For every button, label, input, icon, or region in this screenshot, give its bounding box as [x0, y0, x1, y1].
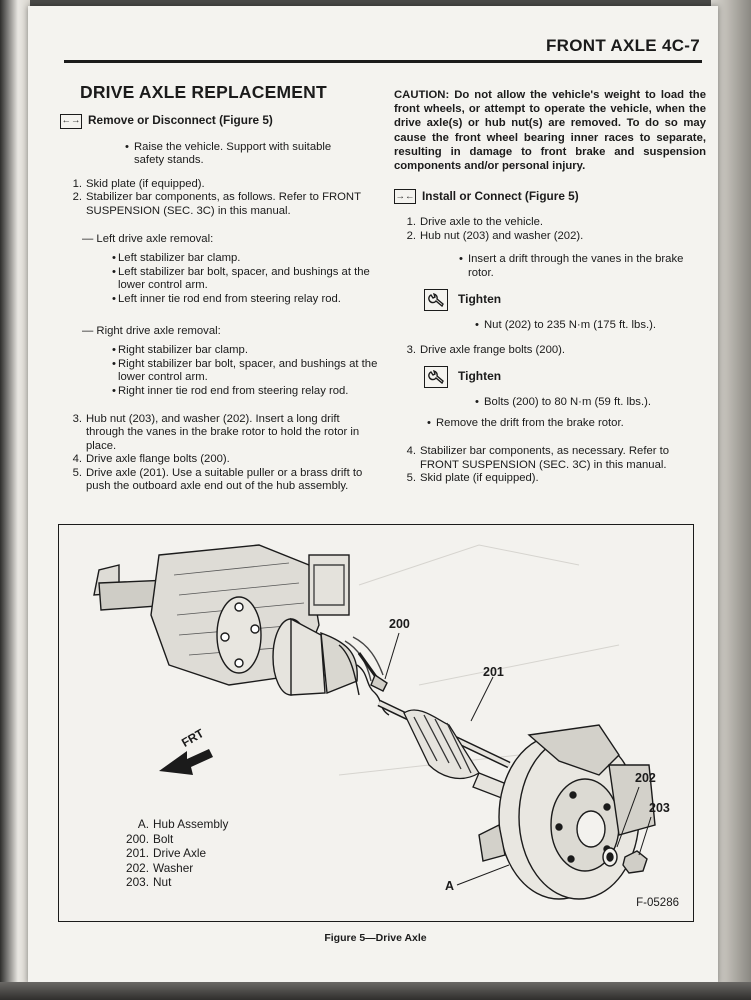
install-step-3: 3. Drive axle frange bolts (200).: [406, 344, 566, 357]
callout-201: 201: [483, 665, 504, 679]
remove-step-4: 4. Drive axle flange bolts (200).: [72, 453, 230, 466]
figure-legend: A.Hub Assembly 200.Bolt 201.Drive Axle 2…: [115, 817, 228, 890]
left-axle-heading: — Left drive axle removal:: [82, 232, 214, 245]
figure-id: F-05286: [636, 897, 679, 909]
page-bottom-shadow: [0, 982, 751, 1000]
drive-axle-illustration: [93, 544, 656, 900]
list-item: •Left inner tie rod end from steering re…: [112, 292, 341, 305]
callout-200: 200: [389, 617, 410, 631]
insert-drift-bullet: • Insert a drift through the vanes in th…: [459, 253, 684, 279]
install-heading-label: Install or Connect (Figure 5): [422, 188, 579, 203]
remove-heading-label: Remove or Disconnect (Figure 5): [88, 113, 273, 128]
raise-vehicle-text: Raise the vehicle. Support with suitable…: [134, 140, 332, 167]
callout-203: 203: [649, 801, 670, 815]
caution-notice: CAUTION: Do not allow the vehicle's weig…: [394, 89, 706, 173]
right-axle-list: •Right stabilizer bar clamp. •Right stab…: [112, 344, 380, 398]
callout-a: A: [445, 879, 455, 893]
torque-spec-1: • Nut (202) to 235 N·m (175 ft. lbs.).: [475, 318, 657, 331]
remove-drift-bullet: • Remove the drift from the brake rotor.: [427, 417, 624, 430]
list-item: •Left stabilizer bar bolt, spacer, and b…: [112, 265, 370, 292]
remove-step-1: 1. Skid plate (if equipped).: [72, 177, 205, 190]
install-arrows-icon: →←: [394, 189, 416, 205]
raise-vehicle-bullet: • Raise the vehicle. Support with suitab…: [120, 141, 380, 168]
adjacent-page-edge: [0, 0, 30, 1000]
legend-item: 200.Bolt: [126, 831, 174, 846]
remove-step-5: 5. Drive axle (201). Use a suitable pull…: [72, 466, 363, 493]
bullet-dot: •: [125, 140, 129, 153]
remove-step-2: 2. Stabilizer bar components, as follows…: [72, 191, 361, 217]
tighten-heading-2: Tighten: [424, 365, 706, 388]
remove-arrows-icon: ←→: [60, 113, 82, 129]
list-item: •Left stabilizer bar clamp.: [112, 252, 241, 265]
wrench-icon: [424, 288, 448, 311]
list-item: •Right stabilizer bar clamp.: [112, 344, 248, 357]
install-heading: →← Install or Connect (Figure 5): [394, 188, 706, 205]
header-rule: [64, 60, 702, 63]
legend-item: A.Hub Assembly: [137, 817, 229, 831]
tighten-heading-1: Tighten: [424, 288, 706, 311]
wrench-icon: [424, 365, 448, 388]
left-axle-list: •Left stabilizer bar clamp. •Left stabil…: [112, 252, 380, 306]
list-item: •Right stabilizer bar bolt, spacer, and …: [112, 357, 378, 384]
right-axle-heading: — Right drive axle removal:: [82, 324, 221, 337]
section-title: DRIVE AXLE REPLACEMENT: [80, 82, 327, 102]
legend-item: 202.Washer: [126, 860, 194, 875]
right-column: CAUTION: Do not allow the vehicle's weig…: [394, 88, 706, 486]
install-step-5: 5. Skid plate (if equipped).: [406, 472, 539, 485]
callout-202: 202: [635, 771, 656, 785]
figure-caption: Figure 5—Drive Axle: [324, 932, 427, 944]
remove-heading: ←→ Remove or Disconnect (Figure 5): [60, 113, 380, 129]
torque-spec-2: • Bolts (200) to 80 N·m (59 ft. lbs.).: [475, 395, 651, 408]
legend-item: 203.Nut: [126, 875, 172, 890]
legend-item: 201.Drive Axle: [126, 846, 207, 861]
page-header-title: FRONT AXLE 4C-7: [545, 36, 700, 55]
remove-step-3: 3. Hub nut (203), and washer (202). Inse…: [72, 412, 360, 452]
left-column: DRIVE AXLE REPLACEMENT ←→ Remove or Disc…: [60, 82, 380, 494]
install-step-4: 4. Stabilizer bar components, as necessa…: [406, 444, 670, 471]
install-step-1: 1. Drive axle to the vehicle.: [406, 216, 544, 229]
drive-axle-figure: 200 201 202 203 A FRT A.Hub Assembly 200…: [58, 524, 694, 922]
list-item: •Right inner tie rod end from steering r…: [112, 384, 349, 397]
install-step-2: 2. Hub nut (203) and washer (202).: [406, 229, 584, 242]
